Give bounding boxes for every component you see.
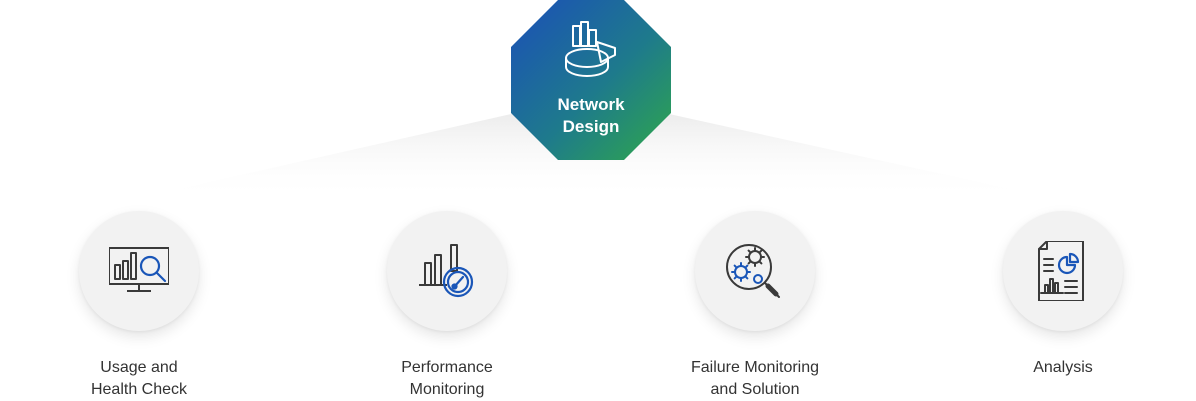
node-failure-monitoring: Failure Monitoring and Solution <box>691 211 819 398</box>
node-label-line1: Performance <box>401 359 493 376</box>
gears-magnifier-icon <box>726 244 780 298</box>
node-circle <box>79 211 199 331</box>
node-circle <box>387 211 507 331</box>
node-label-line2: Health Check <box>90 381 188 398</box>
node-label-line2: and Solution <box>710 381 800 398</box>
node-label-line1: Analysis <box>1033 359 1093 376</box>
hub-title: Network Design <box>511 94 671 138</box>
hub-title-line2: Design <box>562 117 620 136</box>
node-label: Analysis <box>953 357 1173 379</box>
hub-node: Network Design <box>511 0 671 160</box>
node-circle <box>695 211 815 331</box>
monitor-chart-search-icon <box>109 247 169 292</box>
node-label: Performance Monitoring <box>337 357 557 401</box>
node-label-line1: Usage and <box>100 359 178 376</box>
chart-pie-icon <box>565 21 616 77</box>
node-usage-health: Usage and Health Check <box>79 211 199 398</box>
hub-octagon <box>511 0 671 160</box>
node-performance-monitoring: Performance Monitoring <box>387 211 507 398</box>
node-label-line1: Failure Monitoring <box>690 359 820 376</box>
node-label: Usage and Health Check <box>29 357 249 401</box>
document-report-icon <box>1038 241 1084 301</box>
node-label: Failure Monitoring and Solution <box>645 357 865 401</box>
node-label-line2: Monitoring <box>409 381 485 398</box>
bar-chart-gauge-icon <box>419 244 474 298</box>
hub-title-line1: Network <box>557 95 625 114</box>
node-analysis: Analysis <box>1003 211 1123 376</box>
